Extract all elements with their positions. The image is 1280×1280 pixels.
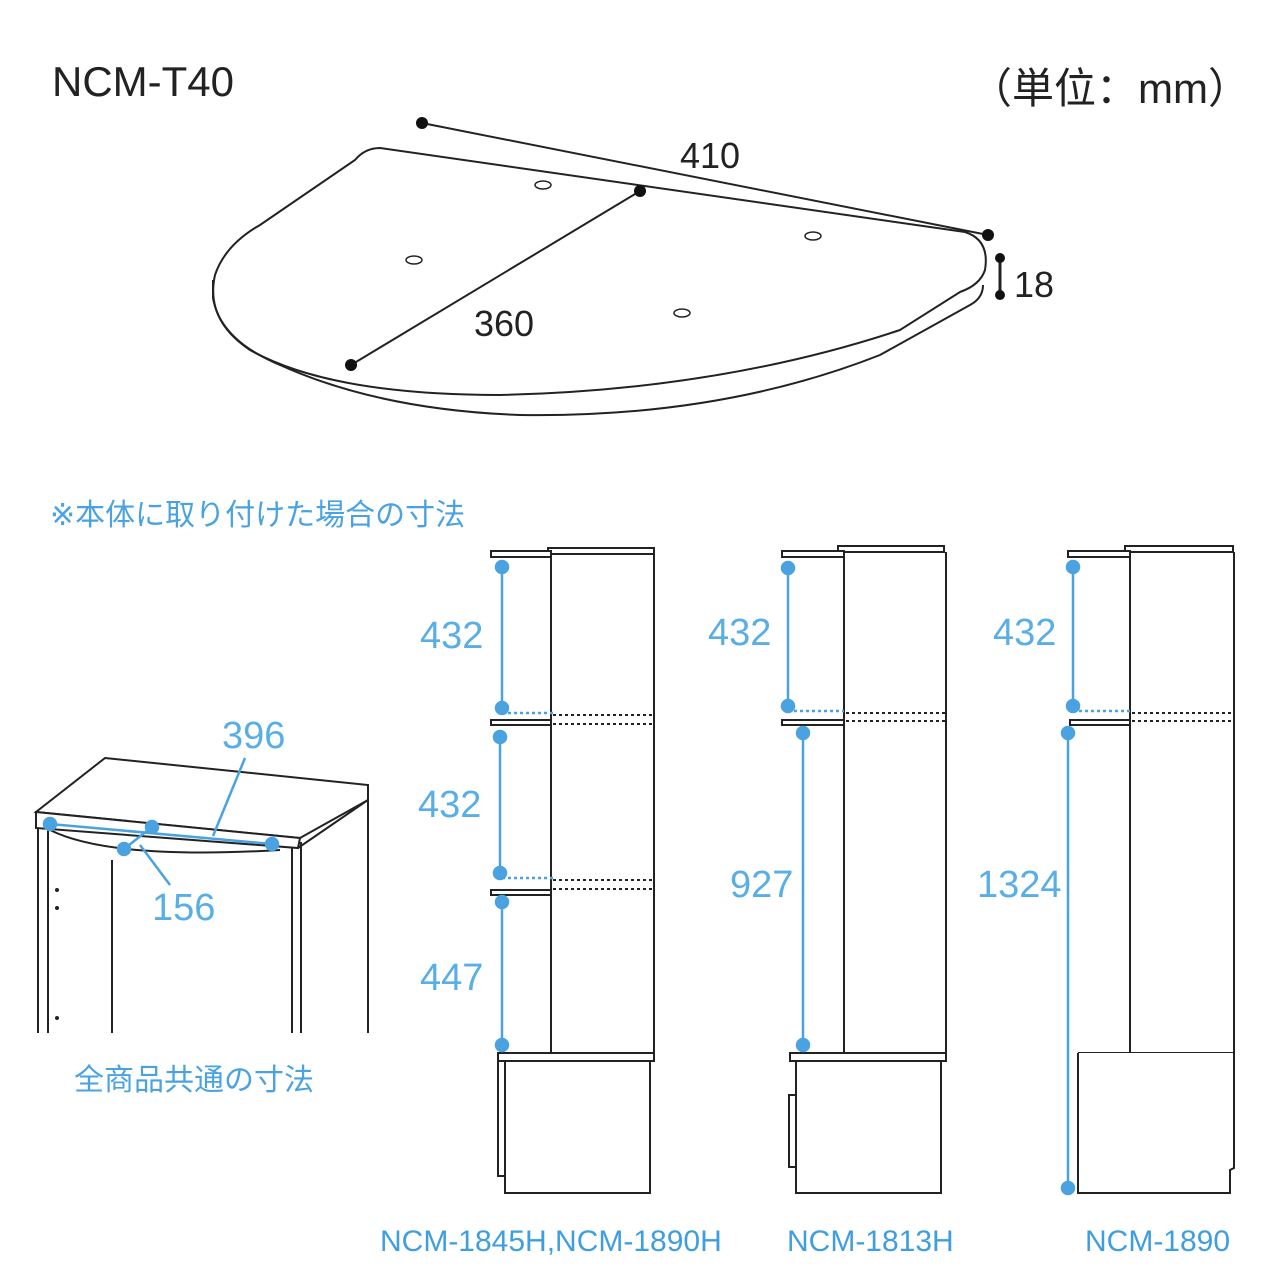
cab3-model: NCM-1890 [1085,1225,1231,1258]
cabinet-1-drawing [490,547,655,1194]
cab2-dim-2: 927 [730,864,794,906]
common-dim-width: 396 [222,715,286,757]
common-view-drawing [33,756,369,1033]
cabinet-3-drawing [1067,545,1235,1194]
dim-line-410 [421,122,989,236]
tabletop-outline [212,146,987,397]
common-dims [42,757,280,886]
tabletop-edge [212,280,984,417]
product-title: NCM-T40 [52,58,235,105]
mounted-note: ※本体に取り付けた場合の寸法 [50,498,466,533]
hole-icon [673,308,691,318]
cab1-dim-1: 432 [420,615,484,657]
dim-label-width: 410 [680,135,741,176]
dim-label-thickness: 18 [1014,264,1055,305]
common-note: 全商品共通の寸法 [74,1063,314,1098]
cab2-dim-1: 432 [708,612,772,654]
cab2-model: NCM-1813H [787,1225,954,1258]
dim-line-360 [350,190,641,366]
cab1-model: NCM-1845H,NCM-1890H [380,1225,722,1258]
hole-icon [534,180,552,190]
common-dim-depth: 156 [152,887,216,929]
unit-label: （単位：mm） [970,65,1250,112]
hole-icon [804,231,822,241]
cab1-dim-3: 447 [420,957,484,999]
cabinet-2-drawing [781,545,947,1194]
cab3-dim-1: 432 [993,612,1057,654]
hole-icon [405,255,423,265]
dim-label-depth: 360 [474,303,535,344]
cab1-dim-2: 432 [418,784,482,826]
cab3-dim-2: 1324 [977,864,1062,906]
